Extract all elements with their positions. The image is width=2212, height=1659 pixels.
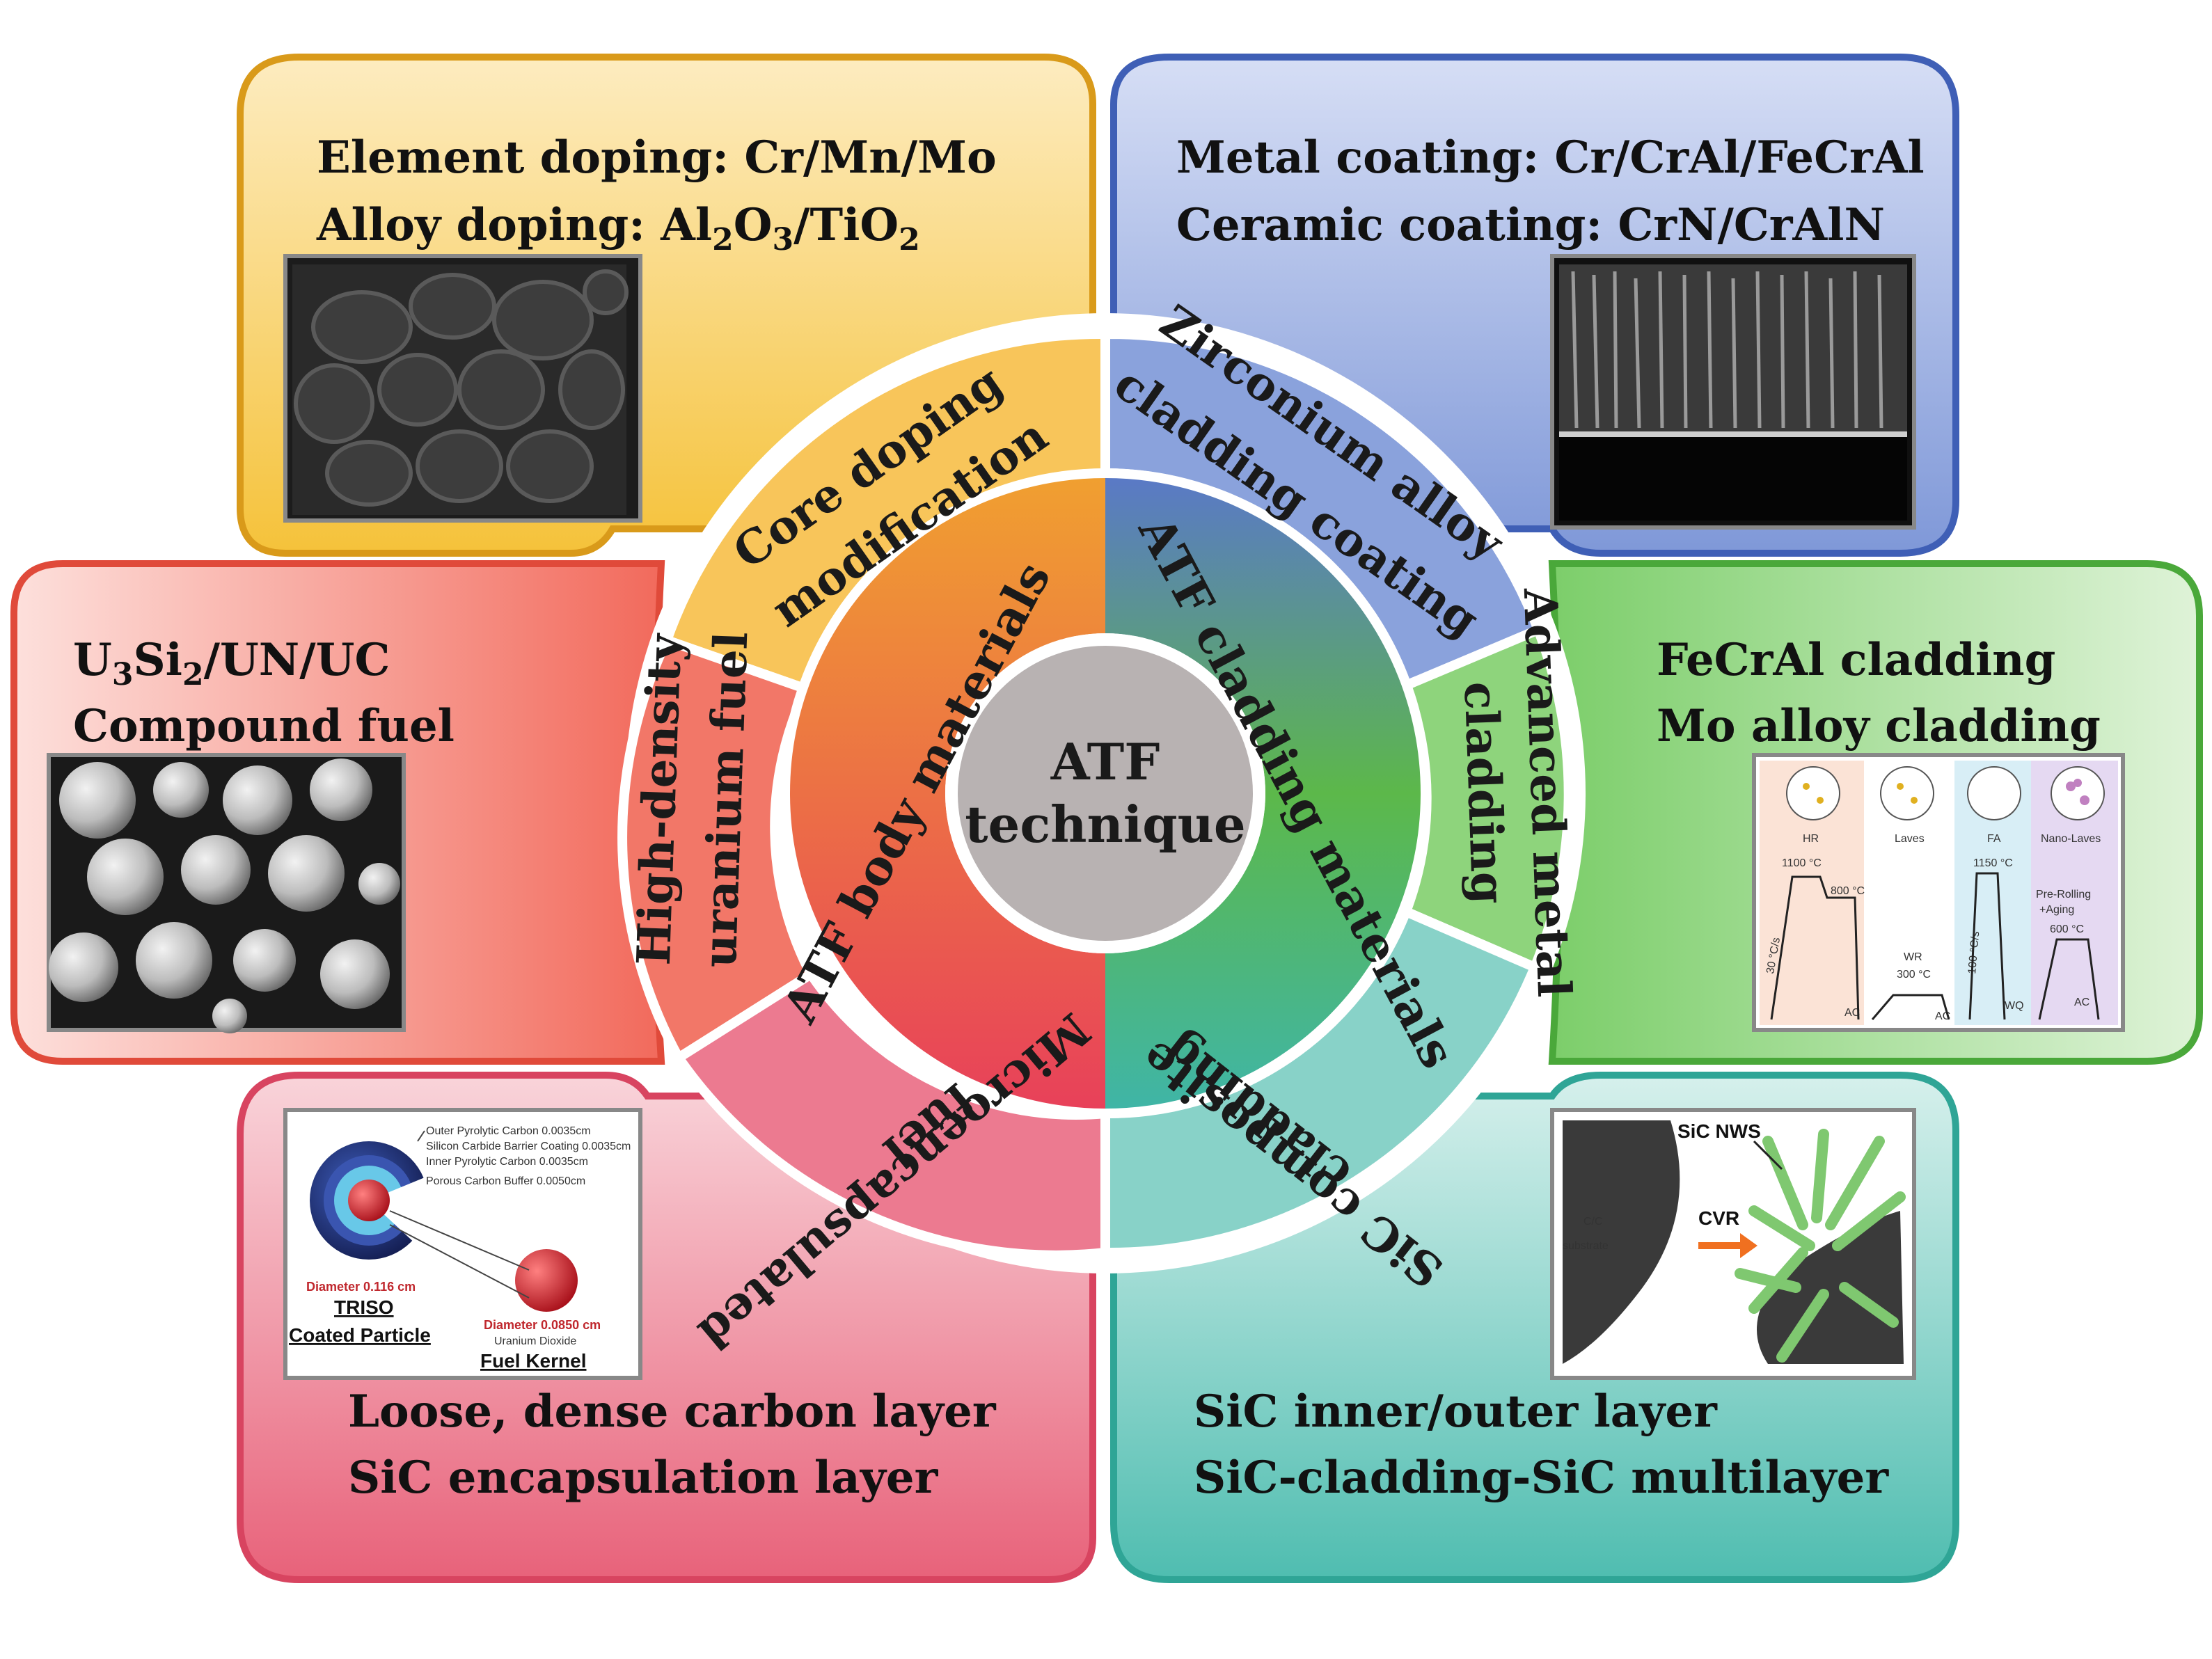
box-zirconium-line1: Metal coating: Cr/CrAl/FeCrAl xyxy=(1176,132,1925,184)
box-microencapsulated-line2: SiC encapsulation layer xyxy=(348,1452,939,1504)
fuel-particles-image xyxy=(47,753,406,1033)
high-density-label-line2: uranium fuel xyxy=(693,631,759,969)
box-advanced-metal-line2: Mo alloy cladding xyxy=(1657,700,2101,752)
box-core-doping-line1: Element doping: Cr/Mn/Mo xyxy=(317,132,997,184)
box-high-density-line2: Compound fuel xyxy=(73,700,455,752)
box-microencapsulated-line1: Loose, dense carbon layer xyxy=(348,1386,997,1438)
svg-text:Porous Carbon Buffer 0.0050cm: Porous Carbon Buffer 0.0050cm xyxy=(426,1175,585,1187)
atf-wheel: ATF technique ATF body materials ATF cla… xyxy=(617,294,1586,1360)
svg-text:1100 °C: 1100 °C xyxy=(1782,857,1822,869)
svg-text:Nano-Laves: Nano-Laves xyxy=(2041,833,2101,845)
center-line2: technique xyxy=(965,795,1245,854)
svg-text:Diameter 0.116 cm: Diameter 0.116 cm xyxy=(306,1280,416,1294)
svg-text:Coated Particle: Coated Particle xyxy=(289,1324,431,1346)
coating-sem-image xyxy=(1550,254,1916,530)
svg-text:Uranium Dioxide: Uranium Dioxide xyxy=(494,1335,576,1347)
svg-text:CVR: CVR xyxy=(1698,1207,1739,1229)
svg-text:Fuel Kernel: Fuel Kernel xyxy=(480,1350,586,1372)
box-zirconium-line2: Ceramic coating: CrN/CrAlN xyxy=(1176,199,1885,251)
sic-nanowire-image: SiC NWS C/C substrate CVR xyxy=(1550,1108,1916,1380)
advanced-metal-label-line2: cladding xyxy=(1453,681,1515,905)
triso-particle-image: Outer Pyrolytic Carbon 0.0035cm Silicon … xyxy=(283,1108,642,1380)
svg-text:Pre-Rolling: Pre-Rolling xyxy=(2036,889,2091,900)
svg-text:1150 °C: 1150 °C xyxy=(1973,857,2013,869)
center-circle xyxy=(958,646,1253,941)
svg-text:SiC NWS: SiC NWS xyxy=(1677,1120,1761,1142)
svg-text:Diameter 0.0850 cm: Diameter 0.0850 cm xyxy=(484,1318,601,1332)
svg-text:Laves: Laves xyxy=(1895,833,1925,845)
segment-high-density xyxy=(617,634,818,1065)
svg-text:AC: AC xyxy=(2074,997,2089,1008)
box-advanced-metal: FeCrAl cladding Mo alloy cladding HR Lav… xyxy=(1548,560,2203,1065)
svg-text:100 °C/s: 100 °C/s xyxy=(1966,931,1982,975)
segment-microencapsulated xyxy=(672,967,1110,1260)
svg-text:TRISO: TRISO xyxy=(334,1296,394,1318)
svg-text:C/C: C/C xyxy=(1583,1216,1603,1228)
doping-micrograph-image xyxy=(283,254,642,523)
box-core-doping: Element doping: Cr/Mn/Mo Alloy doping: A… xyxy=(237,54,1096,557)
svg-text:600 °C: 600 °C xyxy=(2050,923,2084,935)
box-sic-composite-line1: SiC inner/outer layer xyxy=(1194,1386,1718,1438)
svg-text:HR: HR xyxy=(1803,833,1819,845)
svg-text:substrate: substrate xyxy=(1563,1240,1609,1252)
svg-text:Outer Pyrolytic Carbon 0.0035: Outer Pyrolytic Carbon 0.0035cm xyxy=(426,1125,591,1137)
svg-text:800 °C: 800 °C xyxy=(1831,885,1865,897)
svg-text:+Aging: +Aging xyxy=(2039,904,2074,916)
high-density-label-line1: High-density xyxy=(626,632,693,966)
process-diagram-image: HR Laves FA Nano-Laves 1100 °C 800 °C 11… xyxy=(1752,753,2125,1032)
svg-text:300 °C: 300 °C xyxy=(1897,969,1931,981)
svg-text:Inner Pyrolytic Carbon 0.0035: Inner Pyrolytic Carbon 0.0035cm xyxy=(426,1156,588,1168)
svg-text:WQ: WQ xyxy=(2005,1000,2024,1012)
box-core-doping-line2: Alloy doping: Al2O3/TiO2 xyxy=(316,199,920,257)
box-high-density-fuel: U3Si2/UN/UC Compound fuel xyxy=(10,560,665,1065)
svg-text:FA: FA xyxy=(1987,833,2001,845)
center-line1: ATF xyxy=(1050,732,1160,791)
box-high-density-line1: U3Si2/UN/UC xyxy=(73,634,390,692)
svg-text:AC: AC xyxy=(1844,1007,1860,1019)
svg-text:WR: WR xyxy=(1904,951,1922,963)
box-sic-composite-line2: SiC-cladding-SiC multilayer xyxy=(1194,1452,1889,1504)
box-advanced-metal-line1: FeCrAl cladding xyxy=(1657,634,2055,686)
svg-text:Silicon Carbide Barrier Coatin: Silicon Carbide Barrier Coating 0.0035cm xyxy=(426,1141,631,1152)
